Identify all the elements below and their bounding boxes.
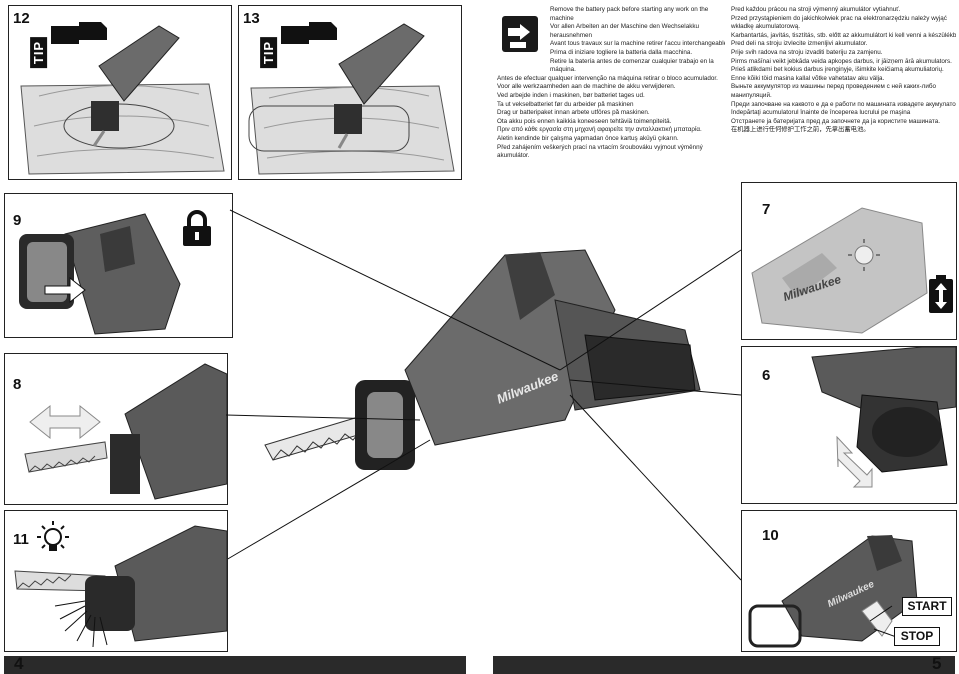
panel-number: 9 [13,212,22,229]
warning-line: Przed przystąpieniem do jakichkolwiek pr… [731,14,947,22]
battery-warning-multilingual-right: Pred každou prácou na stroji výmenný aku… [731,6,956,135]
battery-charge-indicator-illustration [751,207,928,334]
warning-line: Prieš atlikdami bet kokius darbus įrengi… [731,66,944,74]
battery-level-icon [929,275,953,313]
warning-line: Retire la batería antes de comenzar cual… [550,57,714,65]
warning-line: Преди започване на каквото е да е работи… [731,100,956,108]
warning-line: Отстранете ја батеријата пред да започне… [731,117,940,125]
warning-line: Ta ut vekselbatteriet før du arbeider på… [497,100,634,108]
blade-clamp-illustration [19,213,181,335]
battery-warning-multilingual-left: Remove the battery pack before starting … [497,6,725,161]
warning-line: Πριν από κάθε εργασία στη μηχανή αφαιρεί… [497,126,702,134]
warning-line: Pirms mašīnai veikt jebkāda veida apkope… [731,57,952,65]
figure-panel-12: 12 TIP [8,5,232,180]
remove-battery-icon [502,16,538,52]
start-label: START [902,597,952,616]
warning-line: Aletin kendinde bir çalışma yapmadan önc… [497,134,679,142]
warning-line: wkładkę akumulatorową. [731,23,800,31]
trigger-illustration [748,535,918,648]
warning-line: Ota akku pois ennen kaikkia koneeseen te… [497,117,672,125]
plunge-cut-illustration [248,23,455,175]
panel-number: 13 [243,10,260,27]
warning-line: Voor alle werkzaamheden aan de machine d… [497,83,676,91]
warning-line: akumulátor. [497,152,530,160]
panel-number: 7 [762,201,771,218]
warning-line: Drag ur batteripaket innan arbete utföre… [497,109,650,117]
battery-insert-illustration [811,347,956,488]
warning-line: Pred deli na stroju izvlecite izmenljivi… [731,40,868,48]
panel-number: 11 [13,531,29,548]
warning-line: Выньте аккумулятор из машины перед прове… [731,83,936,91]
warning-line: Vor allen Arbeiten an der Maschine den W… [550,23,700,31]
warning-line: herausnehmen [550,31,593,39]
plunge-cut-illustration [20,25,225,175]
stop-label: STOP [894,627,940,646]
page-number-right: 5 [932,654,942,673]
warning-line: Avant tous travaux sur la machine retire… [550,40,725,48]
footer-bar-right [493,656,955,674]
lock-icon [183,210,211,246]
warning-line: Prije svih radova na stroju izvaditi bat… [731,48,883,56]
warning-line: Prima di iniziare togliere la batteria d… [550,48,693,56]
figure-panel-11: 11 [4,510,228,652]
warning-line: máquina. [550,66,576,74]
panel-number: 10 [762,527,779,544]
footer-bar-left [4,656,466,674]
figure-panel-6: 6 [741,346,957,504]
hand-pointer-icon [281,22,337,44]
reciprocating-saw-illustration [264,249,701,470]
led-light-illustration [14,525,227,648]
panel-number: 8 [13,376,22,393]
warning-line: Ved arbejde inden i maskinen, bør batter… [497,91,645,99]
page-number-left: 4 [14,654,24,673]
panel-number: 12 [13,10,30,27]
figure-panel-9: 9 [4,193,233,338]
figure-panel-13: 13 TIP [238,5,462,180]
warning-line: Îndepărtaţi acumulatorul înainte de înce… [731,109,911,117]
warning-line: манипуляций. [731,91,772,99]
warning-line: machine [550,14,574,22]
warning-line: Remove the battery pack before starting … [550,6,709,13]
warning-line: Před zahájením veškerých prací na vrtací… [497,143,703,151]
warning-line: 在机器上进行任何修护工作之前，先拿出蓄电池。 [731,126,870,134]
warning-line: Karbantartás, javítás, tisztítás, stb. e… [731,31,956,39]
warning-line: Enne kõiki töid masina kallal võtke vahe… [731,74,885,82]
warning-line: Antes de efectuar qualquer intervenção n… [497,74,718,82]
panel-number: 6 [762,367,771,384]
figure-panel-10: 10 Milwaukee START STOP [741,510,957,652]
warning-line: Pred každou prácou na stroji výmenný aku… [731,6,901,13]
work-light-icon [37,521,69,551]
figure-panel-7: 7 Milwaukee [741,182,957,340]
blade-insert-illustration [24,363,227,500]
figure-panel-8: 8 [4,353,228,505]
hand-pointer-icon [51,22,107,44]
